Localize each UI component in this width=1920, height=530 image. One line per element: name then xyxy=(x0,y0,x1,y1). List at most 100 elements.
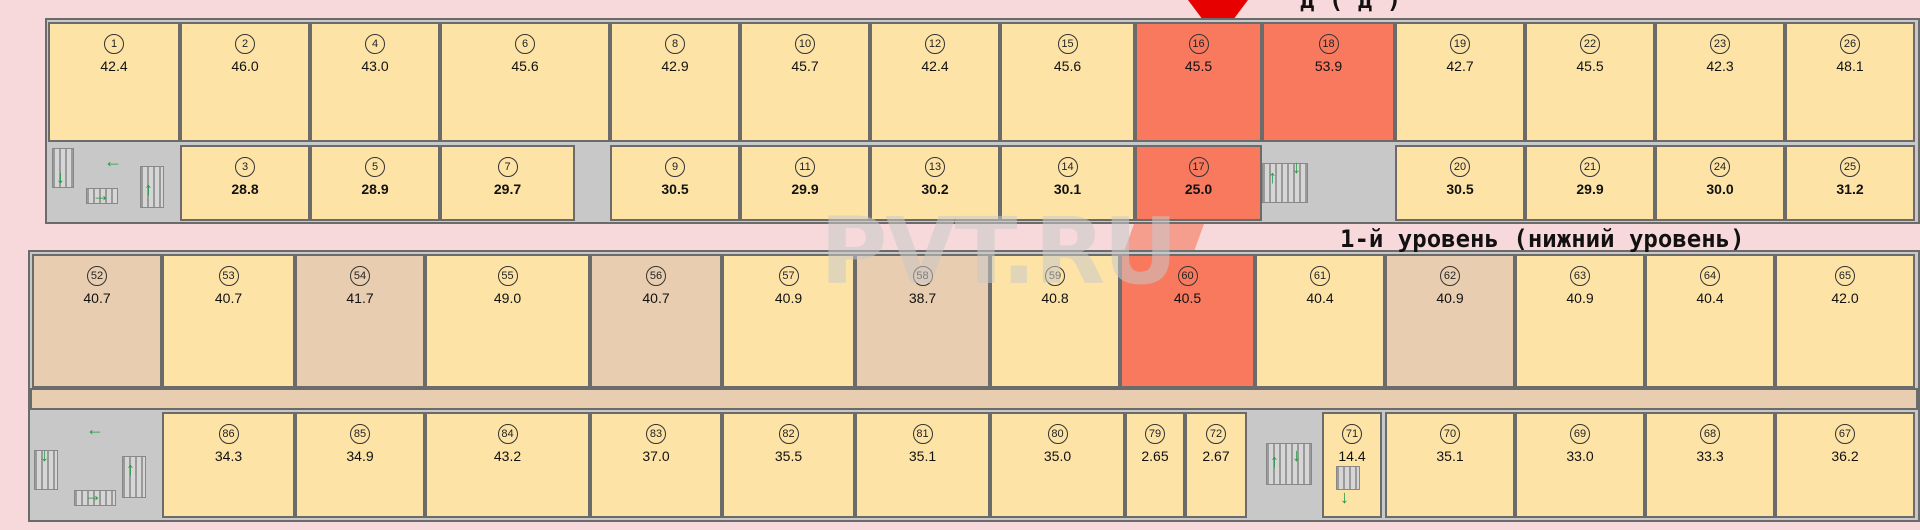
stairs-icon xyxy=(86,188,118,204)
room-area: 31.2 xyxy=(1836,181,1864,197)
room-area: 2.67 xyxy=(1202,448,1230,464)
stairs-icon xyxy=(122,456,146,498)
stairs-icon xyxy=(74,490,116,506)
room-area: 2.65 xyxy=(1141,448,1169,464)
watermark: PVT.RU xyxy=(820,198,1178,305)
room-67[interactable]: 67 36.2 xyxy=(1775,412,1915,518)
room-area: 36.2 xyxy=(1831,448,1859,464)
room-area: 42.3 xyxy=(1706,58,1734,74)
stairs-icon xyxy=(1266,443,1312,485)
room-23[interactable]: 23 42.3 xyxy=(1655,22,1785,142)
room-area: 28.8 xyxy=(231,181,259,197)
arrow-down-icon: ↓ xyxy=(1292,445,1301,465)
room-number: 13 xyxy=(925,157,945,177)
room-area: 48.1 xyxy=(1836,58,1864,74)
room-number: 10 xyxy=(795,34,815,54)
room-area: 42.4 xyxy=(100,58,128,74)
room-area: 29.9 xyxy=(791,181,819,197)
stairs-icon xyxy=(34,450,58,490)
room-number: 16 xyxy=(1188,34,1209,54)
arrow-up-icon: ↑ xyxy=(1268,167,1277,187)
arrow-up-icon: ↑ xyxy=(144,179,153,199)
room-area: 33.0 xyxy=(1566,448,1594,464)
room-number: 70 xyxy=(1440,424,1460,444)
room-area: 49.0 xyxy=(493,290,522,306)
room-number: 20 xyxy=(1450,157,1470,177)
room-15[interactable]: 15 45.6 xyxy=(1000,22,1135,142)
stairs-icon xyxy=(1262,163,1308,203)
room-area: 42.9 xyxy=(661,58,689,74)
room-area: 43.0 xyxy=(361,58,389,74)
room-area: 30.1 xyxy=(1053,181,1082,197)
room-number: 59 xyxy=(1045,266,1065,286)
room-area: 45.6 xyxy=(1053,58,1082,74)
room-number: 68 xyxy=(1700,424,1720,444)
room-number: 23 xyxy=(1710,34,1730,54)
room-number: 15 xyxy=(1057,34,1078,54)
room-number: 81 xyxy=(912,424,933,444)
room-number: 5 xyxy=(365,157,385,177)
room-number: 14 xyxy=(1057,157,1078,177)
room-number: 85 xyxy=(350,424,370,444)
room-area: 25.0 xyxy=(1184,181,1213,197)
room-14[interactable]: 14 30.1 xyxy=(1000,145,1135,221)
room-number: 67 xyxy=(1835,424,1855,444)
room-number: 52 xyxy=(87,266,107,286)
room-number: 8 xyxy=(665,34,685,54)
room-area: 30.5 xyxy=(661,181,689,197)
room-number: 1 xyxy=(104,34,124,54)
room-number: 58 xyxy=(912,266,933,286)
room-number: 60 xyxy=(1177,266,1198,286)
